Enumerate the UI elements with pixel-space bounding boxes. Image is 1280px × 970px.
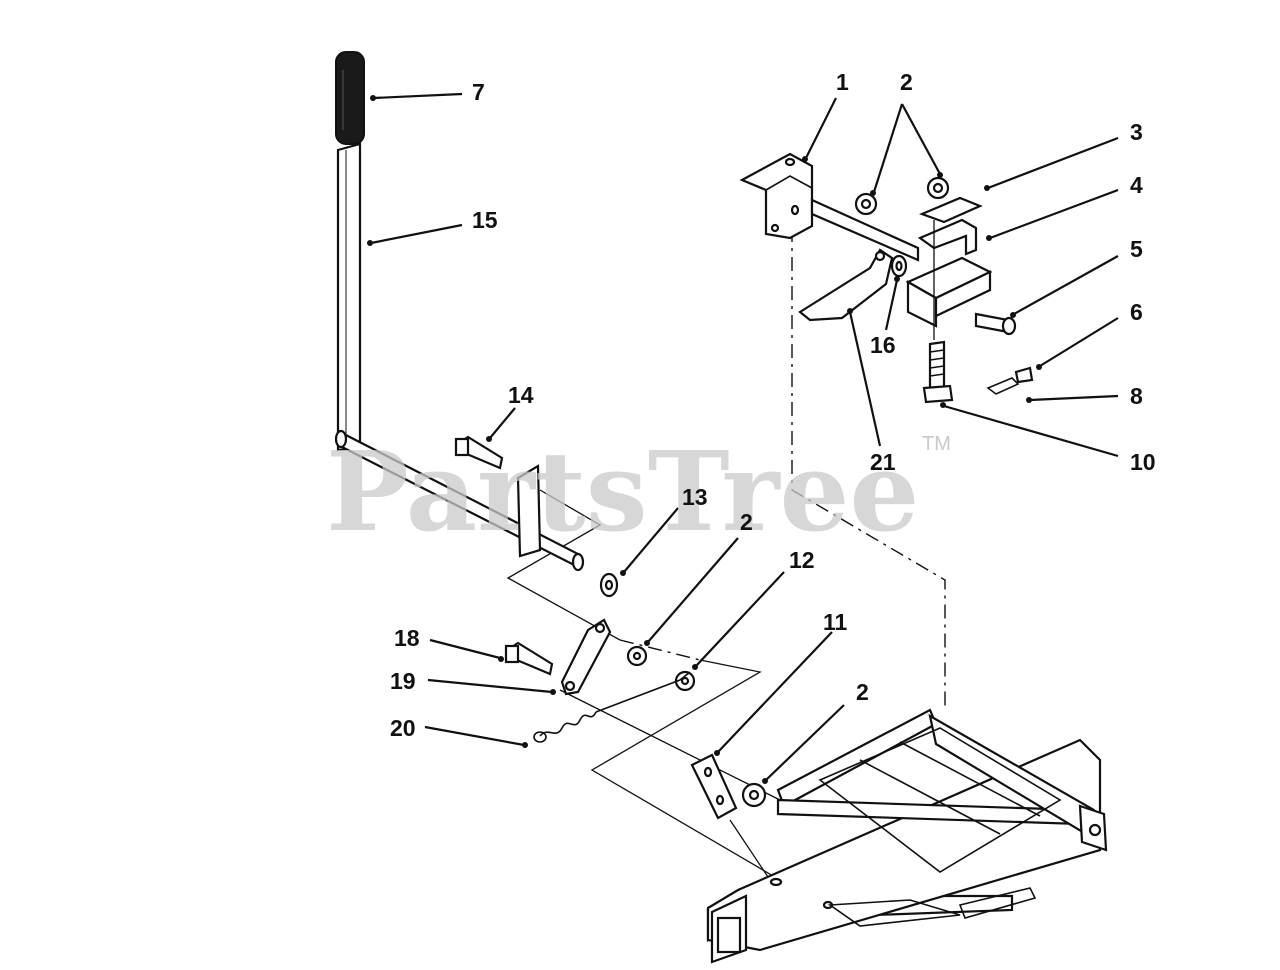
part-2-nut-low xyxy=(741,782,767,808)
part-7-clip xyxy=(986,377,1020,395)
part-bracket-block xyxy=(905,220,993,340)
part-12-nut xyxy=(674,670,696,692)
watermark-trademark: TM xyxy=(922,433,951,455)
part-6-pin xyxy=(1014,366,1034,384)
part-2-nut-top-left xyxy=(854,192,878,216)
callout-15: 15 xyxy=(472,207,498,233)
part-11-plate xyxy=(690,753,738,820)
callout-19: 19 xyxy=(390,668,416,694)
callout-2-mid: 2 xyxy=(740,509,753,535)
callout-10: 21 xyxy=(870,449,896,475)
callout-4: 4 xyxy=(1130,172,1143,198)
part-15-lever xyxy=(334,142,585,572)
callout-6: 6 xyxy=(1130,299,1143,325)
frame-assembly xyxy=(706,708,1108,964)
callout-12: 12 xyxy=(789,547,815,573)
part-8-bolt xyxy=(922,340,954,404)
callout-16: 7 xyxy=(472,79,485,105)
part-5-pin xyxy=(974,312,1017,336)
callout-11: 11 xyxy=(823,609,848,635)
callout-21: 16 xyxy=(870,332,896,358)
callout-18: 18 xyxy=(394,625,420,651)
callout-14: 14 xyxy=(508,382,534,408)
part-10-arm xyxy=(798,248,894,322)
callout-13: 13 xyxy=(682,484,708,510)
callout-2-top: 2 xyxy=(900,69,913,95)
part-16-grip xyxy=(335,51,365,145)
part-3-plate xyxy=(918,196,983,224)
part-21-washer xyxy=(890,254,908,278)
callout-2-low: 2 xyxy=(856,679,869,705)
watermark-text: PartsTree xyxy=(326,427,920,556)
part-18-bolt xyxy=(504,641,554,676)
callout-20: 20 xyxy=(390,715,416,741)
part-13-washer xyxy=(599,572,619,598)
leader-lines xyxy=(367,92,1119,784)
part-19-link xyxy=(560,618,612,696)
part-4-clamp xyxy=(917,218,978,256)
callout-3: 3 xyxy=(1130,119,1143,145)
callout-labels: 7 15 14 13 2 12 18 19 20 11 2 1 2 3 4 5 … xyxy=(390,69,1156,741)
part-1-bracket xyxy=(739,152,920,262)
part-14-bolt xyxy=(454,435,504,470)
callout-5: 5 xyxy=(1130,236,1143,262)
part-2-nut-top-right xyxy=(926,176,950,200)
callout-8: 10 xyxy=(1130,449,1156,475)
part-2-nut-mid xyxy=(626,645,648,667)
callout-1: 1 xyxy=(836,69,849,95)
callout-7: 8 xyxy=(1130,383,1143,409)
part-20-spring xyxy=(533,671,691,743)
